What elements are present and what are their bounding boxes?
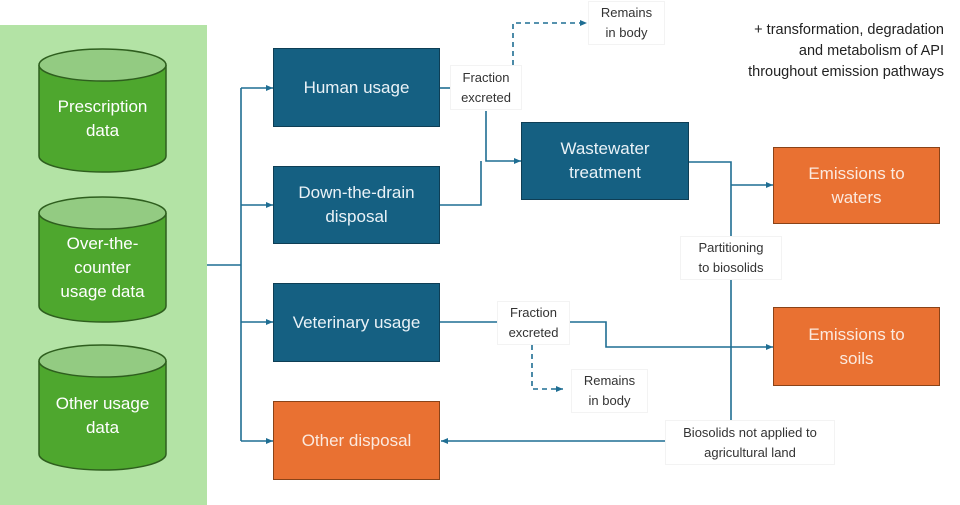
- emissions-to-waters-node: Emissions to waters: [773, 147, 940, 224]
- label-line2: in body: [605, 25, 648, 40]
- label-line1: Remains: [600, 5, 653, 20]
- human-usage-node: Human usage: [273, 48, 440, 127]
- source-label-line3: usage data: [60, 282, 145, 301]
- label-line1: Fraction: [510, 305, 557, 320]
- node-label-line2: treatment: [569, 163, 641, 182]
- remains-in-body-human-label: Remains in body: [588, 1, 665, 45]
- other-usage-data-cylinder: Other usage data: [38, 344, 167, 472]
- otc-usage-data-cylinder: Over-the- counter usage data: [38, 196, 167, 324]
- label-line2: in body: [588, 393, 631, 408]
- label-line1: Partitioning: [698, 240, 764, 255]
- source-label-line1: Over-the-: [66, 234, 139, 253]
- node-label-line1: Down-the-drain: [298, 183, 415, 202]
- emissions-to-soils-node: Emissions to soils: [773, 307, 940, 386]
- node-label: Other disposal: [301, 430, 412, 450]
- note-line2: and metabolism of API: [798, 43, 944, 59]
- database-icon: [38, 48, 167, 173]
- biosolids-not-applied-label: Biosolids not applied to agricultural la…: [665, 420, 835, 465]
- label-line1: Fraction: [462, 69, 510, 85]
- node-label-line2: disposal: [325, 207, 388, 226]
- node-label-line1: Emissions to: [808, 324, 905, 344]
- label-line2: excreted: [508, 325, 559, 340]
- prescription-data-cylinder: Prescription data: [38, 48, 167, 173]
- wastewater-treatment-node: Wastewater treatment: [521, 122, 689, 200]
- database-icon: [38, 344, 167, 471]
- other-disposal-node: Other disposal: [273, 401, 440, 480]
- label-line1: Remains: [583, 373, 636, 388]
- connector-fraction-to-wastewater: [485, 111, 521, 164]
- node-label: Veterinary usage: [292, 312, 421, 332]
- fraction-excreted-human-label: Fraction excreted: [450, 65, 522, 110]
- node-label: Human usage: [303, 77, 410, 97]
- connector-wastewater-out: [689, 161, 732, 236]
- node-label-line1: Wastewater: [560, 139, 650, 158]
- source-label-line1: Prescription: [57, 97, 148, 116]
- source-label-line2: data: [85, 418, 120, 437]
- source-label-line2: counter: [74, 258, 131, 277]
- dashed-arrow-remains-body-vet: [531, 345, 563, 392]
- dashed-arrow-remains-body-human: [512, 20, 587, 65]
- source-label-line1: Other usage: [55, 394, 150, 413]
- transformation-note: + transformation, degradation and metabo…: [748, 20, 944, 83]
- connector-drain-to-wastewater: [440, 161, 482, 206]
- node-label-line2: soils: [839, 348, 874, 368]
- node-label-line1: Emissions to: [808, 163, 905, 183]
- note-line3: throughout emission pathways: [748, 64, 944, 80]
- veterinary-usage-node: Veterinary usage: [273, 283, 440, 362]
- label-line2: excreted: [461, 89, 511, 105]
- arrow-to-emissions-soils: [570, 321, 773, 350]
- database-icon: [38, 196, 167, 323]
- source-label-line2: data: [85, 121, 120, 140]
- down-the-drain-node: Down-the-drain disposal: [273, 166, 440, 244]
- label-line2: agricultural land: [704, 444, 796, 460]
- fraction-excreted-vet-label: Fraction excreted: [497, 301, 570, 345]
- label-line1: Biosolids not applied to: [683, 424, 817, 440]
- note-line1: + transformation, degradation: [754, 22, 944, 38]
- partitioning-to-biosolids-label: Partitioning to biosolids: [680, 236, 782, 280]
- label-line2: to biosolids: [698, 260, 764, 275]
- remains-in-body-vet-label: Remains in body: [571, 369, 648, 413]
- node-label-line2: waters: [831, 187, 882, 207]
